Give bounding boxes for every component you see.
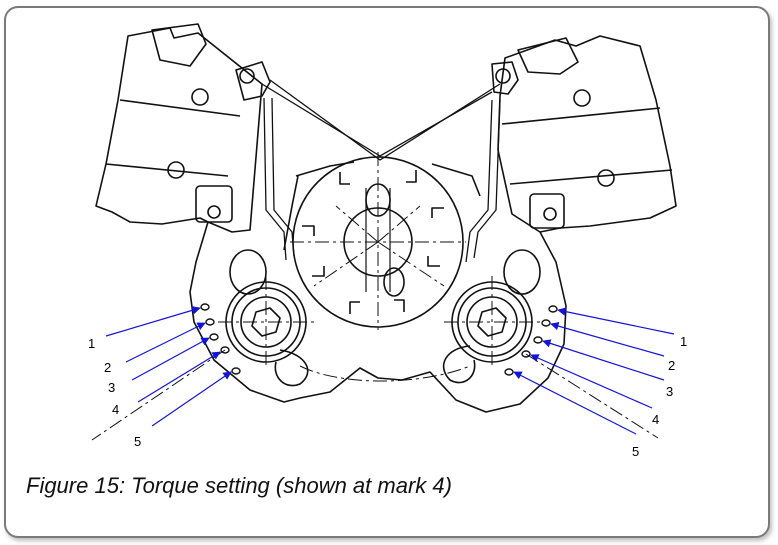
left-adjuster-wheel — [225, 249, 309, 387]
left-mark-label: 5 — [134, 434, 141, 449]
left-actuator-housing — [95, 23, 271, 233]
torque-plate-outline — [189, 221, 567, 413]
right-mark-label: 2 — [668, 358, 675, 373]
right-mark-label: 5 — [632, 444, 639, 459]
left-mark-label: 4 — [112, 402, 119, 417]
right-mark-label: 1 — [680, 334, 687, 349]
left-mark-arrows — [105, 306, 232, 427]
right-mark-holes — [504, 305, 558, 376]
left-mark-label: 1 — [88, 336, 95, 351]
left-mark-labels: 1 2 3 4 5 — [88, 336, 141, 449]
left-mark-holes — [200, 303, 241, 375]
right-mark-label: 3 — [666, 384, 673, 399]
right-mark-labels: 1 2 3 4 5 — [632, 334, 687, 459]
right-actuator-housing — [491, 35, 677, 233]
left-mark-label: 3 — [108, 380, 115, 395]
right-mark-arrows — [513, 307, 675, 435]
center-lines — [91, 152, 659, 441]
left-mark-label: 2 — [104, 360, 111, 375]
figure-caption: Figure 15: Torque setting (shown at mark… — [26, 473, 452, 498]
right-mark-label: 4 — [652, 412, 659, 427]
